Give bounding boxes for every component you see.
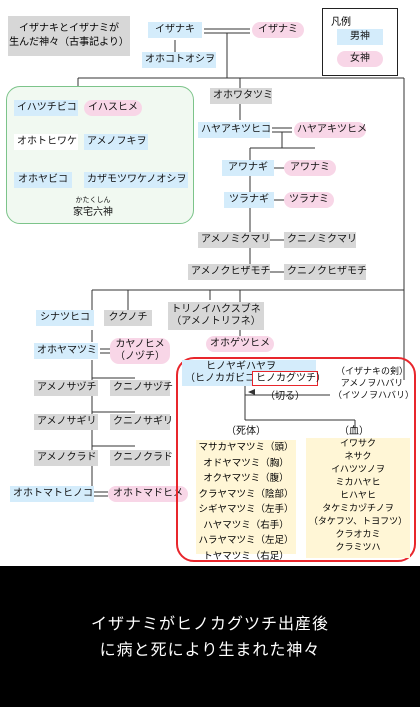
god-amenokurado: アメノクラド bbox=[34, 450, 98, 466]
god-ohotomatohinoko: オホトマトヒノコ bbox=[10, 486, 94, 502]
god-amenokuhizamochi: アメノクヒザモチ bbox=[188, 264, 271, 280]
legend: 凡例 男神 女神 bbox=[322, 8, 398, 76]
god-ihatsuchibiko: イハツチビコ bbox=[14, 100, 78, 116]
god-ohotohiwake: オホトヒワケ bbox=[14, 134, 78, 150]
hinokagutsuchi-group-box bbox=[176, 357, 416, 562]
god-ohowatatsumi: オホワタツミ bbox=[210, 88, 273, 104]
god-hayaakitsuhiko: ハヤアキツヒコ bbox=[198, 122, 271, 138]
god-amenomikumari: アメノミクマリ bbox=[198, 232, 271, 248]
god-amenofukiwo: アメノフキヲ bbox=[84, 134, 148, 150]
god-kuninokuhizamochi: クニノクヒザモチ bbox=[284, 264, 367, 280]
god-shinatsuhiko: シナツヒコ bbox=[36, 310, 94, 326]
god-kuninokurado: クニノクラド bbox=[110, 450, 173, 466]
corpse-gods-list: マサカヤマツミ（頭） オドヤマツミ（胸） オクヤマツミ（腹） クラヤマツミ（陰部… bbox=[196, 440, 296, 562]
kiru-label: （切る） bbox=[265, 391, 305, 402]
sword-amenowohabari: （イザナキの剣） アメノヲハバリ （イツノヲハバリ） bbox=[333, 367, 415, 401]
god-ohoyabiko: オホヤビコ bbox=[14, 172, 72, 188]
god-tsuranagi: ツラナギ bbox=[224, 192, 274, 208]
god-kukunochi: ククノチ bbox=[104, 310, 152, 326]
god-kuninosagiri: クニノサギリ bbox=[110, 414, 173, 430]
god-ihasuhime: イハスヒメ bbox=[84, 100, 142, 116]
god-ohoyamatsumi: オホヤマツミ bbox=[34, 343, 98, 359]
god-hinoyagihayawo: ヒノヤギハヤヲ bbox=[182, 360, 316, 374]
god-ohotomadohime: オホトマドヒメ bbox=[108, 486, 188, 502]
god-ohogetsuhime: オホゲツヒメ bbox=[206, 336, 274, 352]
kataku-ruby: かたくしん bbox=[75, 196, 111, 204]
god-kuninosazuchi: クニノサヅチ bbox=[110, 380, 173, 396]
god-amenosazuchi: アメノサヅチ bbox=[34, 380, 98, 396]
god-awanami: アワナミ bbox=[284, 160, 336, 176]
god-izanaki: イザナキ bbox=[148, 22, 202, 38]
god-izanami: イザナミ bbox=[252, 22, 304, 38]
shitai-label: （死体） bbox=[226, 426, 266, 437]
god-torinoihakusubune: トリノイハクスブネ （アメノトリフネ） bbox=[168, 302, 264, 330]
diagram-title: イザナキとイザナミが 生んだ神々（古事記より） bbox=[8, 16, 130, 56]
god-hinokagutsuchi-highlight: ヒノカグツチ） bbox=[252, 371, 326, 386]
caption-footer: イザナミがヒノカグツチ出産後 に病と死により生まれた神々 bbox=[0, 566, 420, 707]
god-hayaakitsuhime: ハヤアキツヒメ bbox=[294, 122, 367, 138]
blood-gods-list: イワサク ネサク イハツツノヲ ミカハヤヒ ヒハヤヒ タケミカヅチノヲ （タケフ… bbox=[306, 438, 410, 558]
god-awanagi: アワナギ bbox=[222, 160, 274, 176]
god-hinokagabiko: （ヒノカガビコ、 bbox=[182, 372, 265, 386]
god-tsuranami: ツラナミ bbox=[284, 192, 334, 208]
god-amenosagiri: アメノサギリ bbox=[34, 414, 98, 430]
god-kayanohime: カヤノヒメ （ノヅチ） bbox=[110, 338, 170, 364]
kataku-name: 家宅六神 bbox=[73, 207, 113, 218]
legend-female: 女神 bbox=[337, 51, 383, 67]
chi-label: （血） bbox=[339, 426, 369, 437]
god-ohokotooshiwo: オホコトオシヲ bbox=[142, 52, 216, 68]
god-kazamotsuwake: カザモツワケノオシヲ bbox=[84, 172, 188, 188]
legend-male: 男神 bbox=[337, 29, 383, 45]
legend-title: 凡例 bbox=[331, 17, 351, 28]
god-kuninomikumari: クニノミクマリ bbox=[284, 232, 357, 248]
